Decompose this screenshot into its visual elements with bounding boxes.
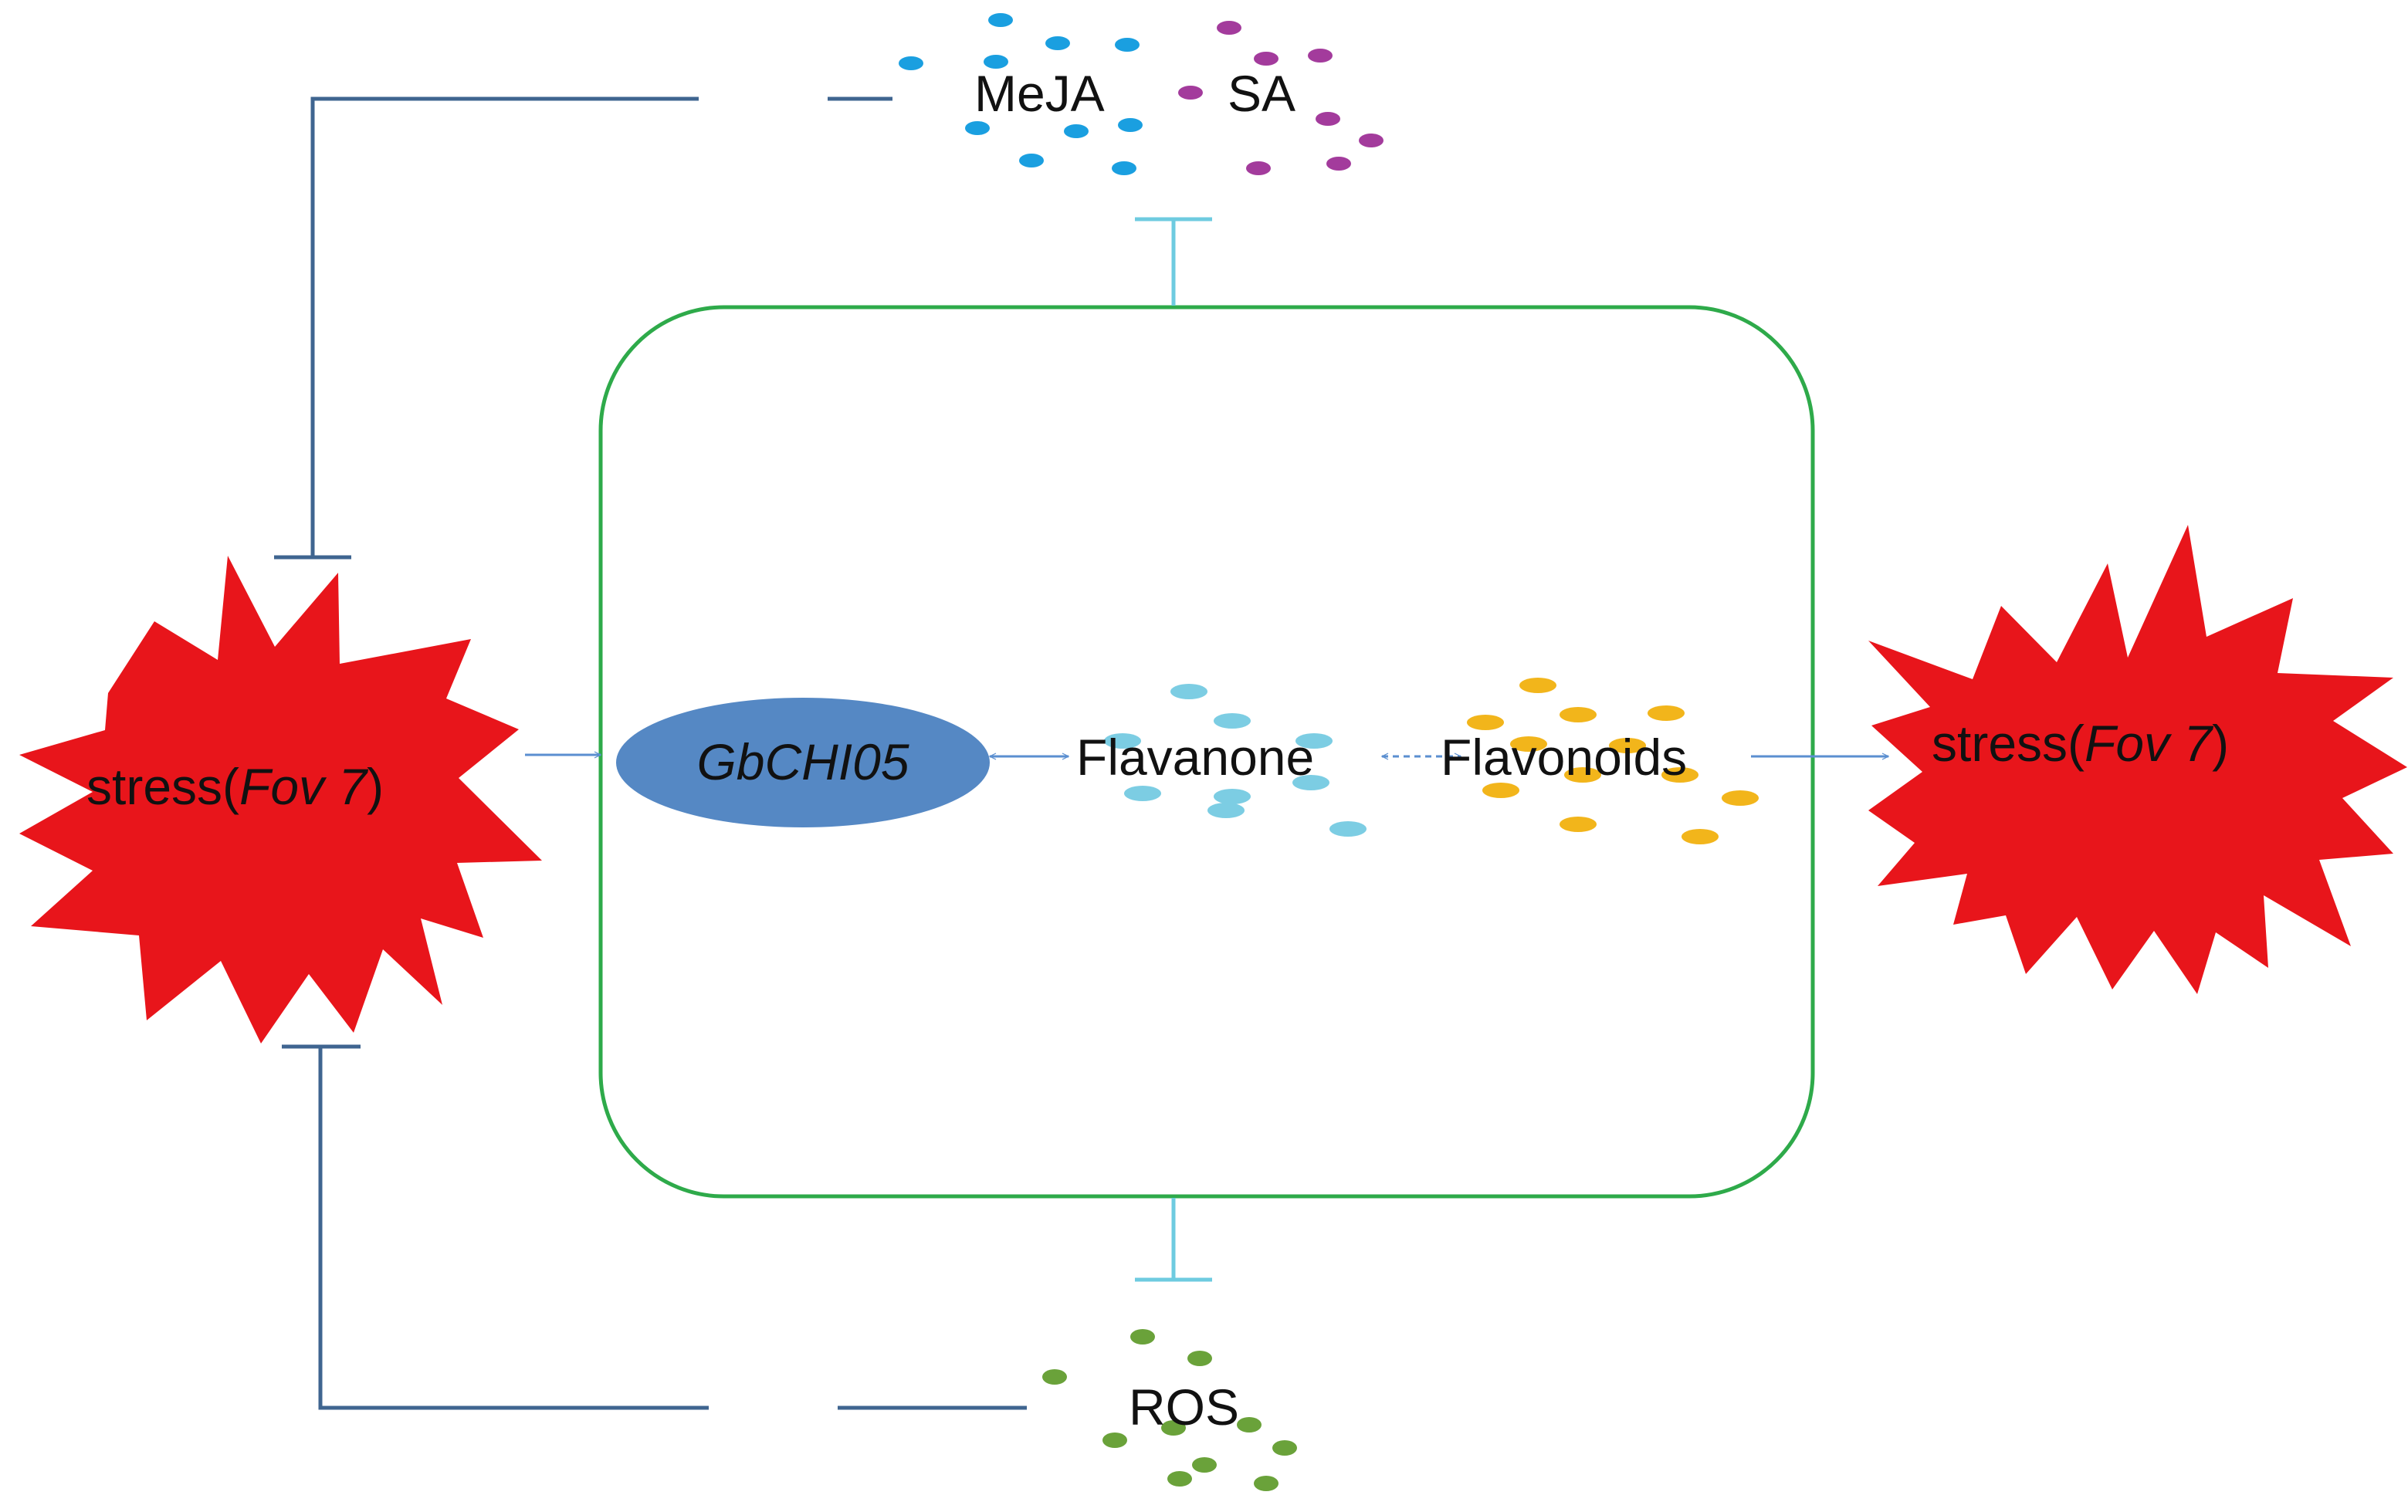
flavanone-label: Flavanone [1076,729,1314,786]
flavonoid-molecule-dots [1467,678,1759,844]
meja-label: MeJA [974,65,1105,122]
gene-node [616,698,990,827]
stress-burst-icon [19,556,542,1044]
stress-right-label: stress(Fov 7) [1932,715,2229,772]
ros-label: ROS [1129,1378,1239,1436]
stress-left-label: stress(Fov 7) [86,758,384,815]
sa-molecule-dots [1178,21,1383,175]
meja-molecule-dots [899,13,1143,175]
flavonoids-label: Flavonoids [1441,729,1687,786]
ros-inhibits-stress-line [282,1044,1027,1410]
meja-sa-inhibits-stress-line [274,96,892,560]
flavanone-molecule-dots [1104,684,1367,837]
ros-molecule-dots [1042,1329,1297,1491]
cell-inhibits-meja-sa-line [1135,217,1212,306]
sa-label: SA [1228,65,1295,122]
cell-inhibits-ros-line [1135,1198,1212,1282]
stress-burst-icon [1868,525,2407,994]
gene-label: GbCHI05 [696,733,909,790]
